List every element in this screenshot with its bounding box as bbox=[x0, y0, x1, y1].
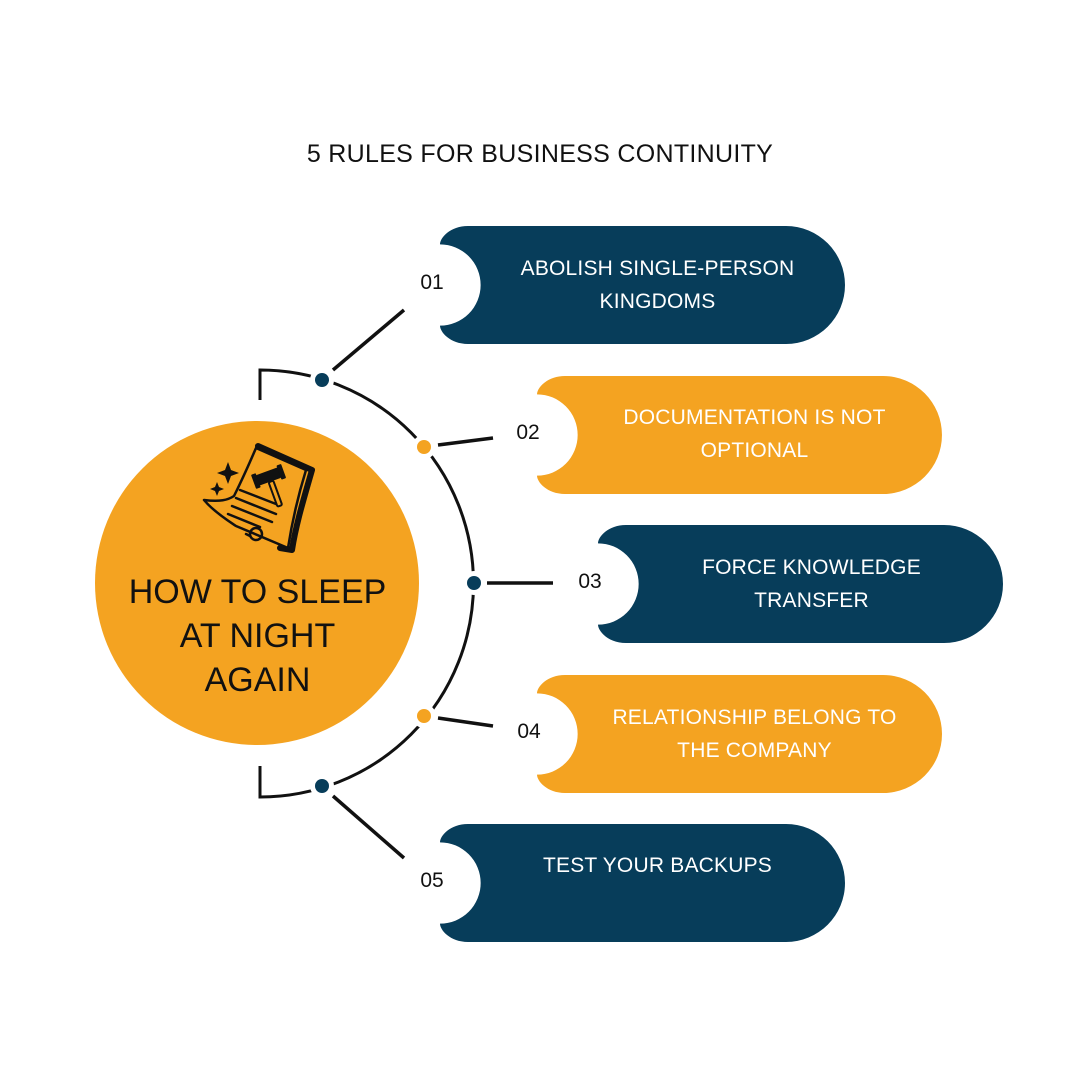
rule-card-05 bbox=[440, 824, 845, 942]
spoke-line-04 bbox=[437, 716, 494, 728]
rule-text-line: THE COMPANY bbox=[677, 739, 832, 762]
page-title: 5 RULES FOR BUSINESS CONTINUITY bbox=[306, 140, 774, 168]
rule-text-line: KINGDOMS bbox=[599, 290, 716, 313]
hub-title-line: AGAIN bbox=[204, 661, 311, 699]
rule-number-02: 02 bbox=[516, 421, 540, 444]
node-dot-01 bbox=[315, 373, 329, 387]
rule-card-03-text: FORCE KNOWLEDGE TRANSFER bbox=[624, 551, 999, 617]
rule-card-05-text: TEST YOUR BACKUPS bbox=[470, 849, 845, 882]
rule-text-line: TRANSFER bbox=[754, 589, 869, 612]
rule-text-line: RELATIONSHIP BELONG TO bbox=[612, 706, 897, 729]
rule-card-02 bbox=[537, 376, 942, 494]
rule-card-04 bbox=[537, 675, 942, 793]
hub-title: HOW TO SLEEP AT NIGHT AGAIN bbox=[95, 570, 420, 702]
spoke-line-01 bbox=[331, 308, 406, 372]
rule-text-line: OPTIONAL bbox=[700, 439, 809, 462]
node-dot-03 bbox=[467, 576, 481, 590]
legal-document-gavel-icon bbox=[202, 443, 315, 553]
node-dot-05 bbox=[315, 779, 329, 793]
hub-title-line: HOW TO SLEEP bbox=[128, 573, 387, 611]
rule-text-line: FORCE KNOWLEDGE bbox=[702, 556, 921, 579]
rule-text-line: DOCUMENTATION IS NOT bbox=[623, 406, 886, 429]
hub-title-line: AT NIGHT bbox=[179, 617, 336, 655]
node-dot-02 bbox=[417, 440, 431, 454]
rule-card-03 bbox=[598, 525, 1003, 643]
rule-number-01: 01 bbox=[420, 271, 444, 294]
rule-card-02-text: DOCUMENTATION IS NOT OPTIONAL bbox=[567, 401, 942, 467]
rule-number-05: 05 bbox=[420, 869, 444, 892]
rule-text-line: ABOLISH SINGLE-PERSON bbox=[520, 257, 795, 280]
rule-number-03: 03 bbox=[578, 570, 602, 593]
spoke-line-05 bbox=[331, 794, 406, 860]
spoke-line-02 bbox=[437, 436, 494, 447]
node-dot-04 bbox=[417, 709, 431, 723]
rule-text-line: TEST YOUR BACKUPS bbox=[542, 854, 773, 877]
rule-card-01 bbox=[440, 226, 845, 344]
rule-number-04: 04 bbox=[517, 720, 541, 743]
hub-circle bbox=[95, 421, 419, 745]
rule-card-01-text: ABOLISH SINGLE-PERSON KINGDOMS bbox=[470, 252, 845, 318]
rule-card-04-text: RELATIONSHIP BELONG TO THE COMPANY bbox=[567, 701, 942, 767]
